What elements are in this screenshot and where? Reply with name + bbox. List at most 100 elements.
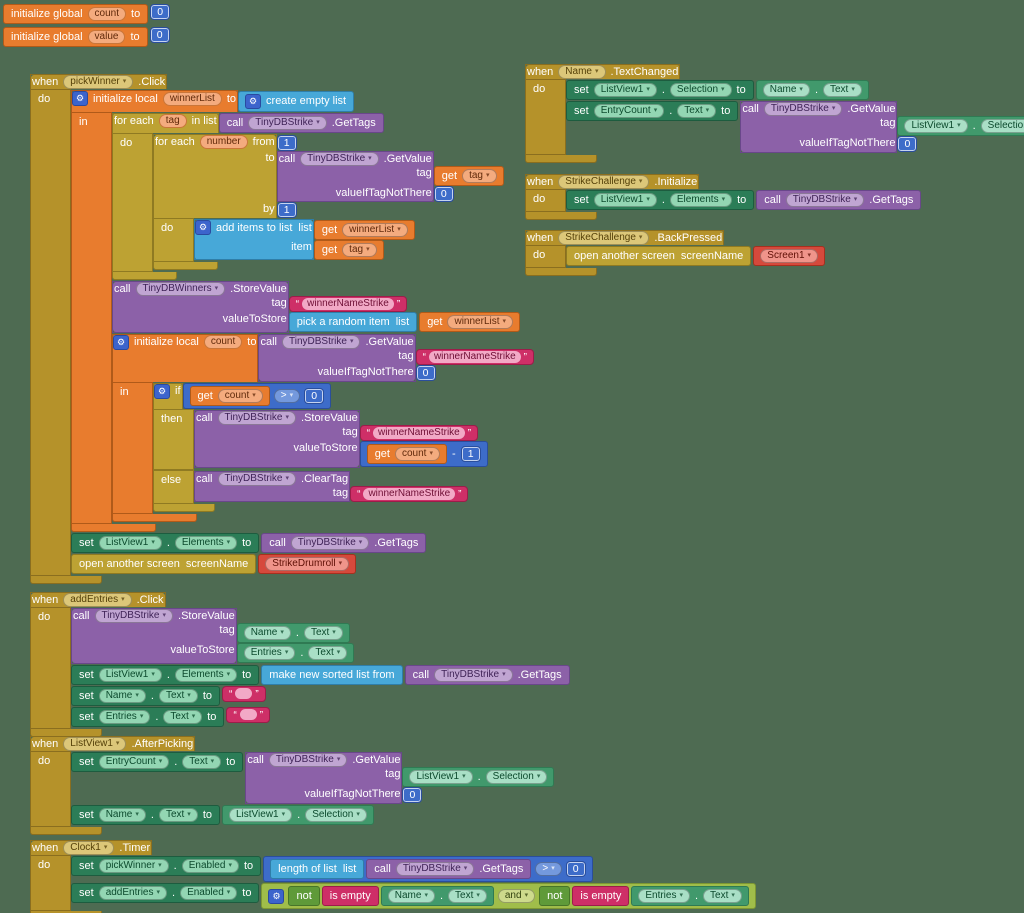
block-body-cell[interactable]: by — [153, 202, 277, 218]
number-block[interactable]: 1 — [460, 446, 481, 462]
call-block[interactable]: callTinyDBStrike.StoreValuetagName.Textv… — [71, 608, 355, 664]
block-body-cell[interactable]: valueIfTagNotThere — [740, 136, 898, 153]
control-block[interactable]: ifgetcount>0thencallTinyDBStrike.StoreVa… — [153, 382, 488, 512]
block-stack[interactable]: whenClock1.TimerdosetpickWinner.Enabledt… — [29, 840, 756, 913]
name-dropdown[interactable]: Name — [762, 83, 810, 97]
listview1-dropdown[interactable]: ListView1 — [229, 807, 293, 822]
event-block[interactable]: whenStrikeChallenge.InitializedosetListV… — [524, 174, 922, 220]
block-body-cell[interactable]: valueToStore — [71, 643, 237, 664]
block-body-cell[interactable]: valueToStore — [112, 312, 289, 333]
text-dropdown[interactable]: Text — [308, 646, 348, 660]
call-block[interactable]: callTinyDBStrike.GetValuetagListView1.Se… — [740, 101, 1024, 153]
text-string-block[interactable]: winnerNameStrike — [415, 349, 534, 365]
number-block[interactable]: 0 — [415, 365, 436, 381]
event-block[interactable]: whenaddEntries.ClickdocallTinyDBStrike.S… — [30, 592, 570, 737]
mutator-gear-icon[interactable] — [268, 888, 285, 904]
listview1-dropdown[interactable]: ListView1 — [593, 83, 657, 97]
block-stack[interactable]: whenListView1.AfterPickingdosetEntryCoun… — [29, 736, 555, 835]
entries-dropdown[interactable]: Entries — [638, 889, 690, 903]
text-string-block[interactable] — [222, 685, 266, 702]
text-dropdown[interactable]: Text — [823, 83, 862, 97]
winnerlist-field[interactable]: winnerList — [162, 91, 222, 106]
block-footer[interactable] — [153, 504, 215, 512]
listview1-dropdown[interactable]: ListView1 — [904, 119, 968, 133]
list-block[interactable]: length of listlistcallTinyDBStrike.GetTa… — [270, 859, 532, 879]
block-body-cell[interactable]: tag — [193, 485, 351, 502]
name-dropdown[interactable]: Name — [243, 626, 291, 640]
listview1-dropdown[interactable]: ListView1 — [593, 193, 657, 207]
tinydbstrike-dropdown[interactable]: TinyDBStrike — [217, 411, 297, 425]
tinydbstrike-dropdown[interactable]: TinyDBStrike — [434, 667, 513, 682]
in-section-label[interactable]: in — [112, 381, 153, 514]
screen-block[interactable]: StrikeDrumroll — [258, 554, 357, 574]
do-section-label[interactable]: do — [525, 189, 566, 212]
get-block[interactable]: Name.Text — [380, 886, 494, 906]
set-block[interactable]: setEntryCount.TexttocallTinyDBStrike.Get… — [566, 101, 1024, 153]
block-footer[interactable] — [112, 514, 197, 522]
name-dropdown[interactable]: Name — [558, 65, 606, 79]
block-footer[interactable] — [525, 154, 597, 163]
tinydbstrike-dropdown[interactable]: TinyDBStrike — [94, 609, 174, 623]
do-section-label[interactable]: do — [112, 133, 153, 272]
event-block[interactable]: whenListView1.AfterPickingdosetEntryCoun… — [29, 736, 555, 835]
count-dropdown[interactable]: count — [217, 389, 263, 403]
set-block[interactable]: setListView1.ElementstocallTinyDBStrike.… — [71, 533, 427, 553]
text-dropdown[interactable]: Text — [158, 688, 198, 703]
block-body-cell[interactable]: tag — [276, 165, 434, 186]
block-body-cell[interactable]: tag — [258, 349, 416, 365]
tinydbwinners-dropdown[interactable]: TinyDBWinners — [135, 282, 226, 296]
block-body-cell[interactable]: valueIfTagNotThere — [258, 365, 416, 382]
number-block[interactable]: 0 — [565, 861, 586, 877]
do-section-label[interactable]: do — [525, 245, 566, 268]
mutator-gear-icon[interactable] — [113, 334, 129, 350]
event-block[interactable]: whenName.TextChangeddosetListView1.Selec… — [524, 64, 1024, 163]
entrycount-dropdown[interactable]: EntryCount — [593, 104, 665, 118]
tag-dropdown[interactable]: tag — [342, 242, 377, 257]
set-block[interactable]: setEntryCount.TexttocallTinyDBStrike.Get… — [71, 752, 555, 804]
blank-dropdown[interactable]: > — [535, 862, 562, 876]
elements-dropdown[interactable]: Elements — [174, 536, 238, 550]
var-block[interactable]: initialize localcounttocallTinyDBStrike.… — [111, 333, 535, 522]
selection-dropdown[interactable]: Selection — [980, 119, 1024, 133]
string-value[interactable] — [239, 709, 257, 720]
tinydbstrike-dropdown[interactable]: TinyDBStrike — [217, 471, 297, 486]
tinydbstrike-dropdown[interactable]: TinyDBStrike — [300, 151, 379, 166]
string-value[interactable]: winnerNameStrike — [363, 487, 456, 500]
winnerlist-dropdown[interactable]: winnerList — [447, 315, 514, 329]
do-section-label[interactable]: do — [30, 855, 71, 911]
block-body-cell[interactable]: valueIfTagNotThere — [276, 185, 434, 202]
number-field[interactable]: number — [199, 135, 248, 149]
block-footer[interactable] — [30, 826, 102, 835]
number-block[interactable]: 0 — [149, 27, 170, 43]
tinydbstrike-dropdown[interactable]: TinyDBStrike — [290, 536, 370, 550]
get-block[interactable]: ListView1.Selection — [897, 116, 1024, 136]
block-footer[interactable] — [30, 576, 102, 584]
elements-dropdown[interactable]: Elements — [174, 667, 238, 682]
block-footer[interactable] — [525, 268, 597, 276]
